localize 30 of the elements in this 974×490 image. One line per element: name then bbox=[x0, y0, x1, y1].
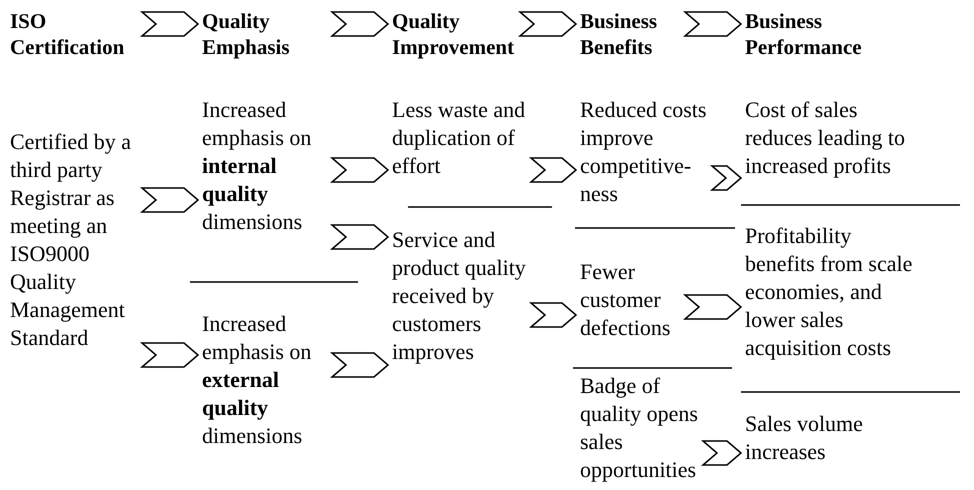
step-text: Service and product quality received by customers improves bbox=[392, 226, 527, 366]
column-heading: Business Benefits bbox=[580, 8, 658, 60]
chevron-arrow bbox=[528, 157, 578, 183]
chevron-arrow bbox=[330, 11, 390, 37]
chevron-arrow bbox=[700, 440, 742, 466]
step-text: Less waste and duplication of effort bbox=[392, 96, 526, 180]
column-heading: ISO Certification bbox=[10, 8, 126, 60]
step-text: Certified by a third party Registrar as meeting an ISO9000 Quality Management Standard bbox=[10, 128, 132, 352]
chevron-arrow bbox=[528, 302, 578, 328]
chevron-arrow bbox=[518, 11, 578, 37]
chevron-arrow bbox=[682, 294, 742, 320]
step-text: Profitability benefits from scale economies, and lower sales acquisition costs bbox=[745, 222, 914, 362]
step-text: Cost of sales reduces leading to increased profits bbox=[745, 96, 906, 180]
column-heading: Quality Emphasis bbox=[202, 8, 291, 60]
chevron-arrow bbox=[140, 11, 200, 37]
chevron-arrow bbox=[710, 165, 742, 191]
column-heading: Business Performance bbox=[745, 8, 863, 60]
chevron-arrow bbox=[140, 342, 200, 368]
chevron-arrow bbox=[330, 157, 390, 183]
step-text: Fewer customer defections bbox=[580, 258, 672, 342]
step-text: Increased emphasis on external quality dimensions bbox=[202, 310, 312, 450]
step-text: Sales volume increases bbox=[745, 410, 864, 466]
step-text: Reduced costs improve competitive-ness bbox=[580, 96, 708, 208]
chevron-arrow bbox=[330, 352, 390, 378]
step-text: Badge of quality opens sales opportunities bbox=[580, 372, 699, 484]
chevron-arrow bbox=[330, 224, 390, 250]
chevron-arrow bbox=[140, 187, 200, 213]
chevron-arrow bbox=[682, 11, 742, 37]
step-text: Increased emphasis on internal quality dimensions bbox=[202, 96, 312, 236]
column-heading: Quality Improvement bbox=[392, 8, 516, 60]
